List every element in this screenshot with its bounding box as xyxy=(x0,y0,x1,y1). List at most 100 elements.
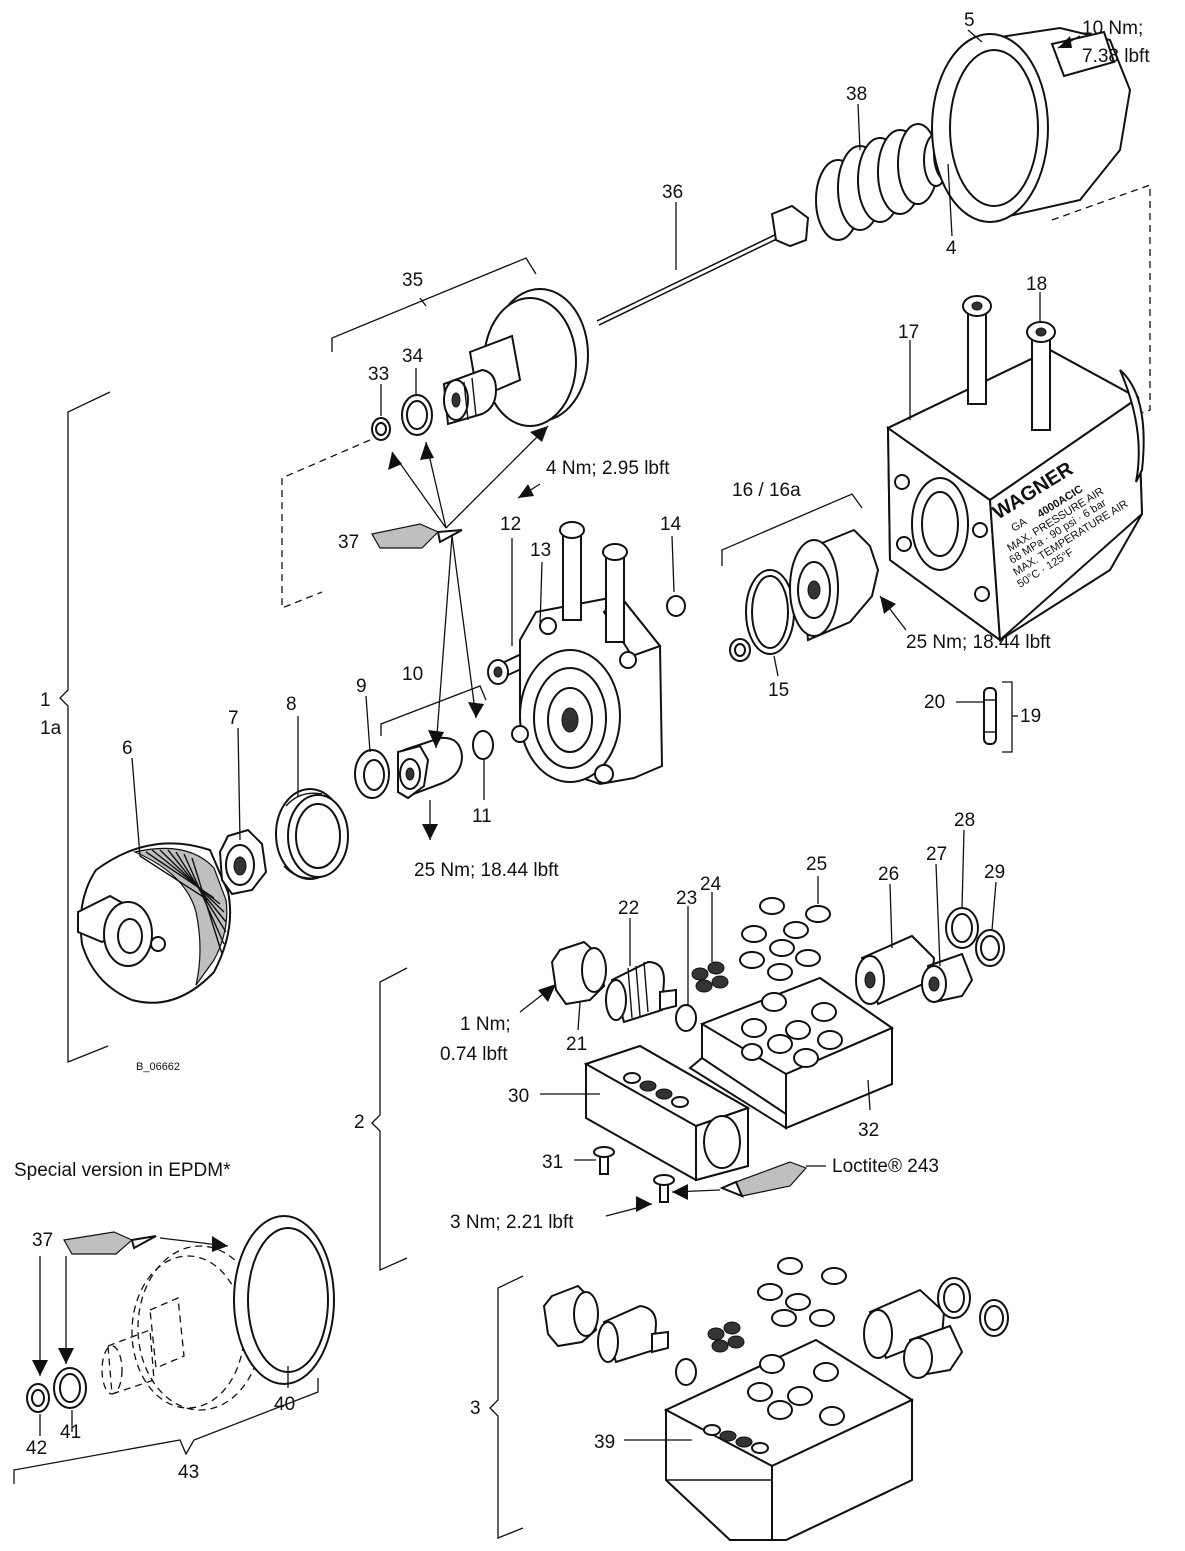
part-14-oring xyxy=(666,595,686,617)
bracket-10 xyxy=(380,685,487,736)
callout-39: 39 xyxy=(594,1432,615,1453)
bracket-35 xyxy=(331,257,537,352)
bracket-16 xyxy=(721,493,863,566)
callout-14: 14 xyxy=(660,514,682,535)
part-36-needle xyxy=(596,204,810,326)
part-40-seal xyxy=(233,1215,335,1385)
drawing-number: B_06662 xyxy=(136,1061,180,1073)
callout-41: 41 xyxy=(60,1422,81,1443)
part-13-housing xyxy=(511,521,664,786)
callout-35: 35 xyxy=(402,270,423,291)
callout-12: 12 xyxy=(500,514,521,535)
callout-31: 31 xyxy=(542,1152,563,1173)
torque-5-line1: 10 Nm; xyxy=(1082,18,1143,39)
callout-6: 6 xyxy=(122,738,133,759)
part-32-manifold xyxy=(688,976,895,1130)
part-33-oring xyxy=(371,417,391,441)
callout-10: 10 xyxy=(402,664,423,685)
torque-21-line1: 1 Nm; xyxy=(460,1014,511,1035)
callout-34: 34 xyxy=(402,346,424,367)
bracket-43 xyxy=(13,1378,319,1484)
part-28-oring xyxy=(945,907,979,949)
torque-31: 3 Nm; 2.21 lbft xyxy=(450,1212,574,1233)
torque-10: 25 Nm; 18.44 lbft xyxy=(414,860,559,881)
dashed-guide-left xyxy=(281,439,371,609)
part-27-fitting xyxy=(921,952,974,1004)
part-8-ring xyxy=(275,788,349,880)
part-30-block xyxy=(583,1044,751,1182)
callout-37b: 37 xyxy=(32,1230,53,1251)
bracket-19 xyxy=(1002,681,1013,753)
part-41-oring xyxy=(53,1367,87,1409)
part-26-fitting xyxy=(855,934,936,1006)
part-42-oring xyxy=(26,1383,50,1413)
callout-13: 13 xyxy=(530,540,551,561)
part-37b-grease-tube xyxy=(63,1231,157,1255)
part-6-air-cap xyxy=(77,842,232,1004)
part-20-pin xyxy=(983,687,997,745)
torque-12: 4 Nm; 2.95 lbft xyxy=(546,458,670,479)
torque-5-line2: 7.38 lbft xyxy=(1082,46,1150,67)
callout-8: 8 xyxy=(286,694,297,715)
callout-7: 7 xyxy=(228,708,239,729)
callout-43: 43 xyxy=(178,1462,199,1483)
group-3-parts xyxy=(542,1257,1009,1386)
part-31-screw xyxy=(593,1146,675,1203)
part-24-orings xyxy=(691,961,729,993)
loctite-tube xyxy=(719,1161,808,1198)
part-35-piston xyxy=(442,288,589,427)
bracket-1 xyxy=(59,391,111,1063)
callout-4: 4 xyxy=(946,238,957,259)
callout-24: 24 xyxy=(700,874,722,895)
bracket-3 xyxy=(489,1275,524,1539)
part-25-orings xyxy=(739,897,831,981)
callout-1a: 1a xyxy=(40,718,62,739)
loctite-label: Loctite® 243 xyxy=(832,1156,939,1177)
part-15-oring xyxy=(729,569,795,662)
torque-21-line2: 0.74 lbft xyxy=(440,1044,508,1065)
part-37-grease-tube xyxy=(371,523,463,549)
callout-32: 32 xyxy=(858,1120,879,1141)
callout-9: 9 xyxy=(356,676,367,697)
callout-42: 42 xyxy=(26,1438,47,1459)
callout-38: 38 xyxy=(846,84,867,105)
callout-19: 19 xyxy=(1020,706,1041,727)
callout-23: 23 xyxy=(676,888,697,909)
callout-3: 3 xyxy=(470,1398,481,1419)
callout-28: 28 xyxy=(954,810,975,831)
part-11-oring xyxy=(472,730,494,760)
dashed-guide-right xyxy=(1051,184,1151,421)
callout-labels: 5 10 Nm; 7.38 lbft 38 36 4 35 18 17 34 3… xyxy=(14,10,1150,1483)
callout-29: 29 xyxy=(984,862,1005,883)
callout-15: 15 xyxy=(768,680,789,701)
callout-17: 17 xyxy=(898,322,919,343)
callout-2: 2 xyxy=(354,1112,365,1133)
callout-21: 21 xyxy=(566,1034,587,1055)
part-7-nut xyxy=(218,828,268,896)
callout-20: 20 xyxy=(924,692,945,713)
callout-30: 30 xyxy=(508,1086,529,1107)
torque-16: 25 Nm; 18.44 lbft xyxy=(906,632,1051,653)
part-23-oring xyxy=(675,1004,697,1032)
part-10-insert xyxy=(397,736,464,800)
callout-22: 22 xyxy=(618,898,639,919)
callout-5: 5 xyxy=(964,10,975,31)
part-21-nut xyxy=(550,940,607,1006)
part-16-valve-seat xyxy=(789,528,880,642)
part-34-oring xyxy=(401,394,433,436)
callout-25: 25 xyxy=(806,854,827,875)
part-17-main-block: WAGNER GA 4000ACIC MAX. PRESSURE AIR 68 … xyxy=(886,295,1145,643)
bracket-2 xyxy=(371,967,408,1272)
callout-1: 1 xyxy=(40,690,51,711)
part-39-manifold xyxy=(663,1338,915,1541)
callout-36: 36 xyxy=(662,182,683,203)
part-38-spring xyxy=(815,123,939,241)
callout-18: 18 xyxy=(1026,274,1047,295)
callout-40: 40 xyxy=(274,1394,295,1415)
part-29-oring xyxy=(975,929,1005,967)
arrowheads xyxy=(32,36,1072,1376)
callout-16: 16 / 16a xyxy=(732,480,801,501)
part-9-seal xyxy=(354,749,390,799)
